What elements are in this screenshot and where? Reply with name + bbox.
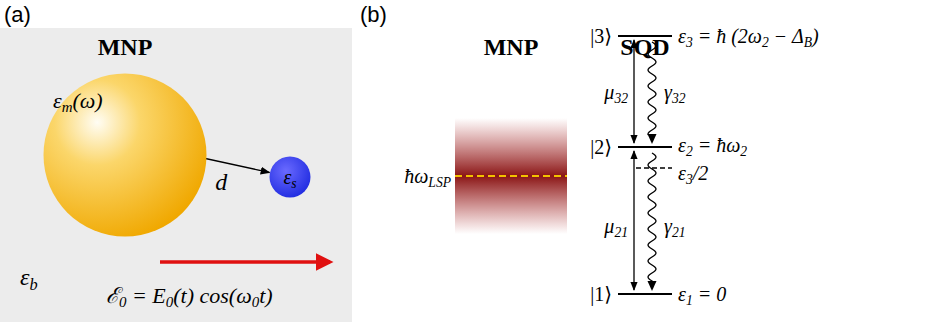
metal-nanoparticle: MNPεm(ω) <box>43 73 207 237</box>
energy-value: ε2 = ħω2 <box>678 134 747 157</box>
field-arrow <box>160 260 330 264</box>
plasmon-band <box>455 118 567 234</box>
sphere-shape <box>43 73 207 237</box>
permittivity-label: εs <box>283 166 296 189</box>
half-energy-line <box>636 167 672 169</box>
subscript: 0 <box>119 295 126 311</box>
energy-value: ε3 = ħ (2ω2 − ΔB) <box>678 25 819 48</box>
arrowhead <box>648 281 657 291</box>
subscript: b <box>29 275 37 294</box>
decay-label: γ32 <box>664 81 685 104</box>
energy-value: ε1 = 0 <box>678 283 726 306</box>
energy-level <box>618 146 672 148</box>
subscript: 2 <box>762 34 769 49</box>
energy-value: ε3/2 <box>678 162 708 185</box>
subscript: 2 <box>686 143 693 158</box>
decay-wave <box>648 153 656 282</box>
dipole-label: μ32 <box>604 81 628 104</box>
background-panel <box>0 28 352 322</box>
distance-label: d <box>215 169 227 197</box>
decay-label: γ21 <box>664 215 685 238</box>
sphere-body <box>44 74 207 237</box>
subscript: 0 <box>166 295 173 311</box>
subscript: m <box>62 100 73 116</box>
particle-heading: MNP <box>98 34 153 62</box>
decay-arrows <box>648 42 657 291</box>
subscript: B <box>804 34 812 49</box>
state-label: |3⟩ <box>590 25 612 48</box>
plasmon-energy: ħωLSP <box>404 165 451 188</box>
subscript: 0 <box>252 295 259 311</box>
dipole-arrow <box>633 151 634 290</box>
state-label: |1⟩ <box>590 283 612 306</box>
arrowhead <box>648 134 657 144</box>
subscript: 21 <box>672 224 686 239</box>
panel-label: (b) <box>360 2 387 27</box>
permittivity-label: εm(ω) <box>53 88 103 113</box>
column-heading: SQD <box>620 34 669 62</box>
plasmon-energy-line <box>455 175 567 177</box>
subscript: 32 <box>672 90 686 105</box>
subscript: 3 <box>686 171 693 186</box>
subscript: 2 <box>740 143 747 158</box>
subscript: 32 <box>614 90 628 105</box>
field-expression: ℰ0 = E0(t) cos(ω0t) <box>106 283 273 308</box>
energy-level <box>618 293 672 295</box>
medium-permittivity: εb <box>20 264 38 292</box>
subscript: 3 <box>686 34 693 49</box>
column-heading: MNP <box>484 34 539 62</box>
quantum-dot: εs <box>269 156 311 198</box>
subscript: 1 <box>686 292 693 307</box>
subscript: LSP <box>428 174 451 189</box>
dot-body <box>270 157 311 198</box>
state-label: |2⟩ <box>590 136 612 159</box>
subscript: 21 <box>614 224 628 239</box>
subscript: s <box>291 175 296 190</box>
panel-label: (a) <box>4 2 31 27</box>
dipole-label: μ21 <box>604 215 628 238</box>
